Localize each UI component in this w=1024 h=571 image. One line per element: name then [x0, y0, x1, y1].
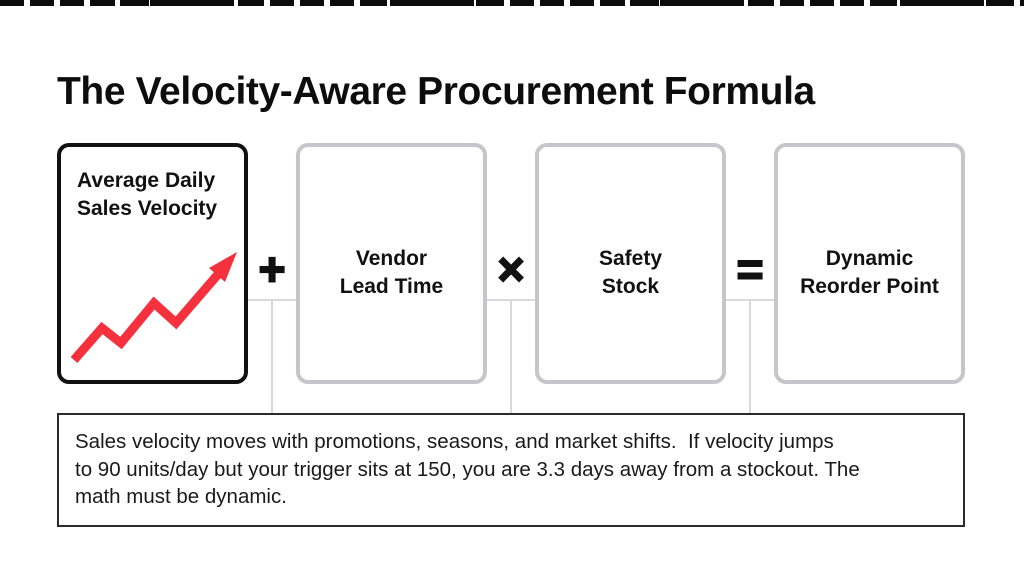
box-dynamic-reorder-point: Dynamic Reorder Point — [774, 143, 965, 384]
box-average-daily-sales-velocity: Average Daily Sales Velocity — [57, 143, 248, 384]
box-label-line: Vendor — [355, 246, 428, 270]
box-label: Dynamic Reorder Point — [800, 227, 939, 301]
explanation-note: Sales velocity moves with promotions, se… — [57, 413, 965, 527]
equals-operator: = — [736, 243, 765, 295]
torn-edge-dashes — [0, 0, 1024, 6]
box-vendor-lead-time: Vendor Lead Time — [296, 143, 487, 384]
box-label-line: Dynamic — [825, 246, 914, 270]
box-label: Vendor Lead Time — [340, 227, 443, 301]
note-line: Sales velocity moves with promotions, se… — [75, 430, 834, 453]
box-label-line: Lead Time — [339, 274, 444, 298]
box-label: Safety Stock — [599, 227, 662, 301]
multiply-operator: × — [497, 243, 526, 295]
connector-line — [271, 299, 273, 413]
connector-line — [749, 299, 751, 413]
box-label-line: Reorder Point — [800, 274, 939, 298]
box-label-line: Sales Velocity — [77, 197, 218, 220]
box-label-line: Stock — [601, 274, 660, 298]
box-label-line: Average Daily — [77, 169, 216, 192]
box-label-line: Safety — [598, 246, 663, 270]
note-line: math must be dynamic. — [75, 485, 287, 508]
box-safety-stock: Safety Stock — [535, 143, 726, 384]
box-label: Average Daily Sales Velocity — [61, 147, 217, 223]
page-title: The Velocity-Aware Procurement Formula — [57, 70, 815, 114]
connector-line — [510, 299, 512, 413]
note-line: to 90 units/day but your trigger sits at… — [75, 457, 860, 481]
trend-up-arrow-icon — [70, 252, 237, 363]
plus-operator: + — [258, 243, 287, 295]
